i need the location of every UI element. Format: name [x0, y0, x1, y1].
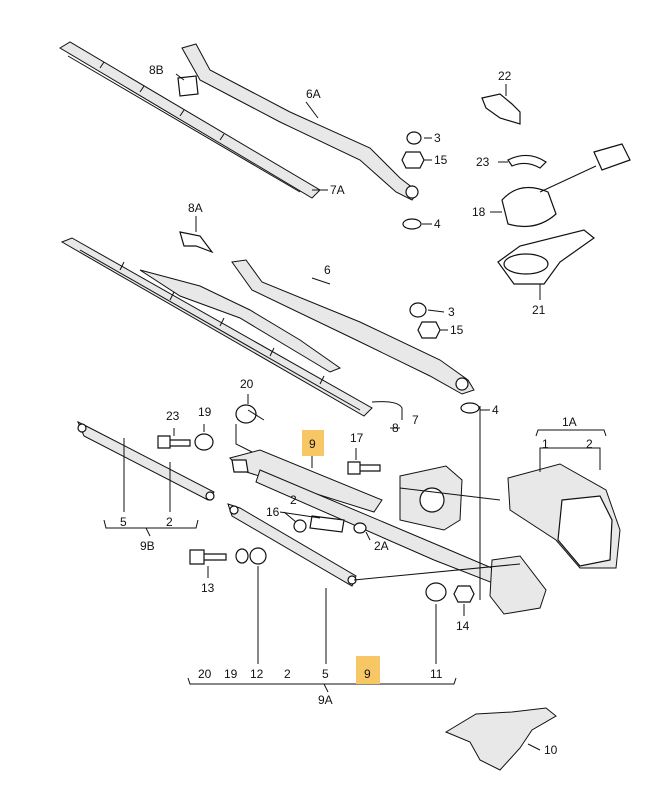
label-4-top: 4: [434, 217, 441, 231]
crank-bracket: [489, 555, 547, 615]
leader-lines: [173, 73, 541, 751]
linkage-9A-arm: [227, 503, 357, 587]
label-9-top: 9: [309, 437, 316, 451]
bushing-11: [425, 582, 447, 602]
bolt-17: [347, 461, 381, 475]
label-15-bottom: 15: [450, 323, 464, 337]
group-bracket-9B: [103, 519, 199, 529]
label-bottom-12: 12: [250, 667, 264, 681]
wiper-blade-7A: [59, 41, 321, 199]
label-bottom-20: 20: [198, 667, 212, 681]
label-5-left: 5: [120, 515, 127, 529]
wiper-arm-6A: [181, 43, 419, 201]
label-9B: 9B: [140, 539, 155, 553]
highlight-9-bottom: [356, 656, 380, 684]
label-22: 22: [498, 69, 512, 83]
bushing-20: [235, 404, 257, 424]
label-17: 17: [350, 431, 364, 445]
label-bottom-11: 11: [430, 667, 443, 681]
wiper-blade-7: [60, 237, 373, 417]
motor-1A: [399, 447, 621, 569]
clip-22: [481, 93, 521, 125]
linkage-main: [229, 449, 521, 593]
label-bottom-2: 2: [284, 667, 291, 681]
label-8: 8: [392, 421, 399, 435]
bracket-2: [309, 515, 345, 533]
label-2-mid: 2: [290, 493, 297, 507]
label-14: 14: [456, 619, 470, 633]
washer-4-top: [402, 218, 422, 230]
nut-15-top: [401, 151, 425, 169]
part-labels: 8B 6A 3 15 7A 4 22 23 18 21 8A 6 3 15 7 …: [120, 63, 593, 757]
label-1A: 1A: [562, 415, 577, 429]
cap-3-top: [406, 131, 422, 145]
bolt-13: [189, 549, 227, 565]
bushing-19: [194, 433, 214, 451]
label-4-bottom: 4: [492, 403, 499, 417]
label-21: 21: [532, 303, 546, 317]
label-3-top: 3: [434, 131, 441, 145]
label-20-top: 20: [240, 377, 254, 391]
washer-4-bottom: [460, 402, 480, 414]
clip-8B: [177, 75, 199, 97]
label-10: 10: [544, 743, 558, 757]
washer-13: [235, 548, 249, 564]
label-23: 23: [166, 409, 180, 423]
linkage-9B: [77, 420, 215, 501]
group-bracket-1A: [535, 429, 607, 437]
label-bottom-19: 19: [224, 667, 238, 681]
washer-2A: [353, 522, 367, 534]
nut-15-bottom: [417, 321, 441, 339]
bolt-23: [157, 435, 191, 449]
label-15-top: 15: [434, 153, 448, 167]
ring-23: [507, 154, 547, 169]
label-8B: 8B: [149, 63, 164, 77]
bracket-10: [444, 707, 557, 771]
label-18: 18: [472, 205, 486, 219]
nut-14: [453, 585, 475, 603]
label-1: 1: [542, 437, 549, 451]
nut-16: [293, 519, 307, 533]
label-19-top: 19: [198, 405, 212, 419]
label-3-bottom: 3: [448, 305, 455, 319]
label-2-right: 2: [586, 437, 593, 451]
label-bottom-5: 5: [322, 667, 329, 681]
label-9A: 9A: [318, 693, 333, 707]
label-13: 13: [201, 581, 215, 595]
label-2A: 2A: [374, 539, 389, 553]
label-6: 6: [324, 263, 331, 277]
label-7A: 7A: [330, 183, 345, 197]
label-8A: 8A: [188, 201, 203, 215]
wiper-arm-6: [231, 259, 475, 395]
label-2-left: 2: [166, 515, 173, 529]
highlight-9-top: [302, 430, 324, 456]
group-bracket-9A: [187, 677, 457, 685]
clip-8A: [179, 231, 214, 254]
bearing-18: [501, 186, 557, 227]
label-16: 16: [266, 505, 280, 519]
bushing-12: [249, 547, 267, 565]
label-7: 7: [412, 413, 419, 427]
label-23-right: 23: [476, 155, 490, 169]
cap-3-bottom: [409, 302, 427, 318]
label-6A: 6A: [306, 87, 321, 101]
connector-plug: [593, 143, 631, 171]
label-bottom-9: 9: [364, 667, 371, 681]
